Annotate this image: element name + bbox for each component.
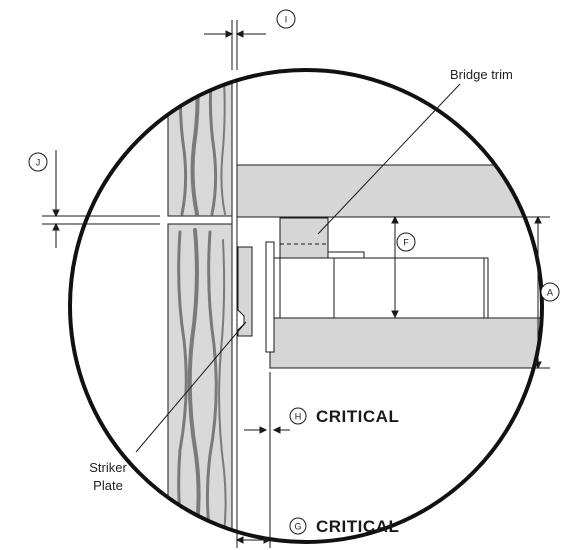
- wood-grain-lower: [177, 228, 227, 542]
- dimension-f: [330, 215, 422, 319]
- striker-plate: [237, 246, 253, 337]
- bridge-trim-leader: [317, 83, 461, 235]
- callout-j-circle: [28, 152, 48, 172]
- magnified-view: [167, 70, 542, 542]
- callout-f-label: F: [403, 238, 409, 248]
- bolt-body: [269, 257, 489, 319]
- striker-plate-label-line2: Plate: [93, 478, 123, 493]
- critical-h-label: CRITICAL: [316, 407, 399, 426]
- callout-f-circle: [396, 232, 416, 252]
- callout-h-circle: [289, 407, 307, 425]
- dimension-g: [235, 470, 290, 548]
- callout-a-circle: [540, 282, 560, 302]
- callout-a-label: A: [547, 288, 553, 298]
- callout-g-label: G: [294, 522, 301, 532]
- callout-j-label: J: [36, 158, 41, 168]
- callout-i-label: I: [285, 15, 288, 25]
- dimension-h: [244, 372, 290, 548]
- callout-i-circle: [276, 9, 296, 29]
- top-panel: [236, 164, 542, 218]
- bottom-panel: [269, 317, 542, 369]
- bridge-trim-label: Bridge trim: [450, 67, 513, 82]
- striker-plate-leader: [135, 321, 247, 453]
- striker-plate-label-line1: Striker: [89, 460, 127, 475]
- dimension-a: [484, 215, 550, 370]
- dimension-i: [204, 20, 266, 70]
- magnifier-circle: [68, 68, 544, 544]
- callout-g-circle: [289, 517, 307, 535]
- jamb-bracket: [265, 241, 275, 353]
- dimension-j: [42, 150, 160, 248]
- critical-g-label: CRITICAL: [316, 517, 399, 536]
- bridge-trim-block: [279, 217, 329, 259]
- callout-h-label: H: [295, 412, 302, 422]
